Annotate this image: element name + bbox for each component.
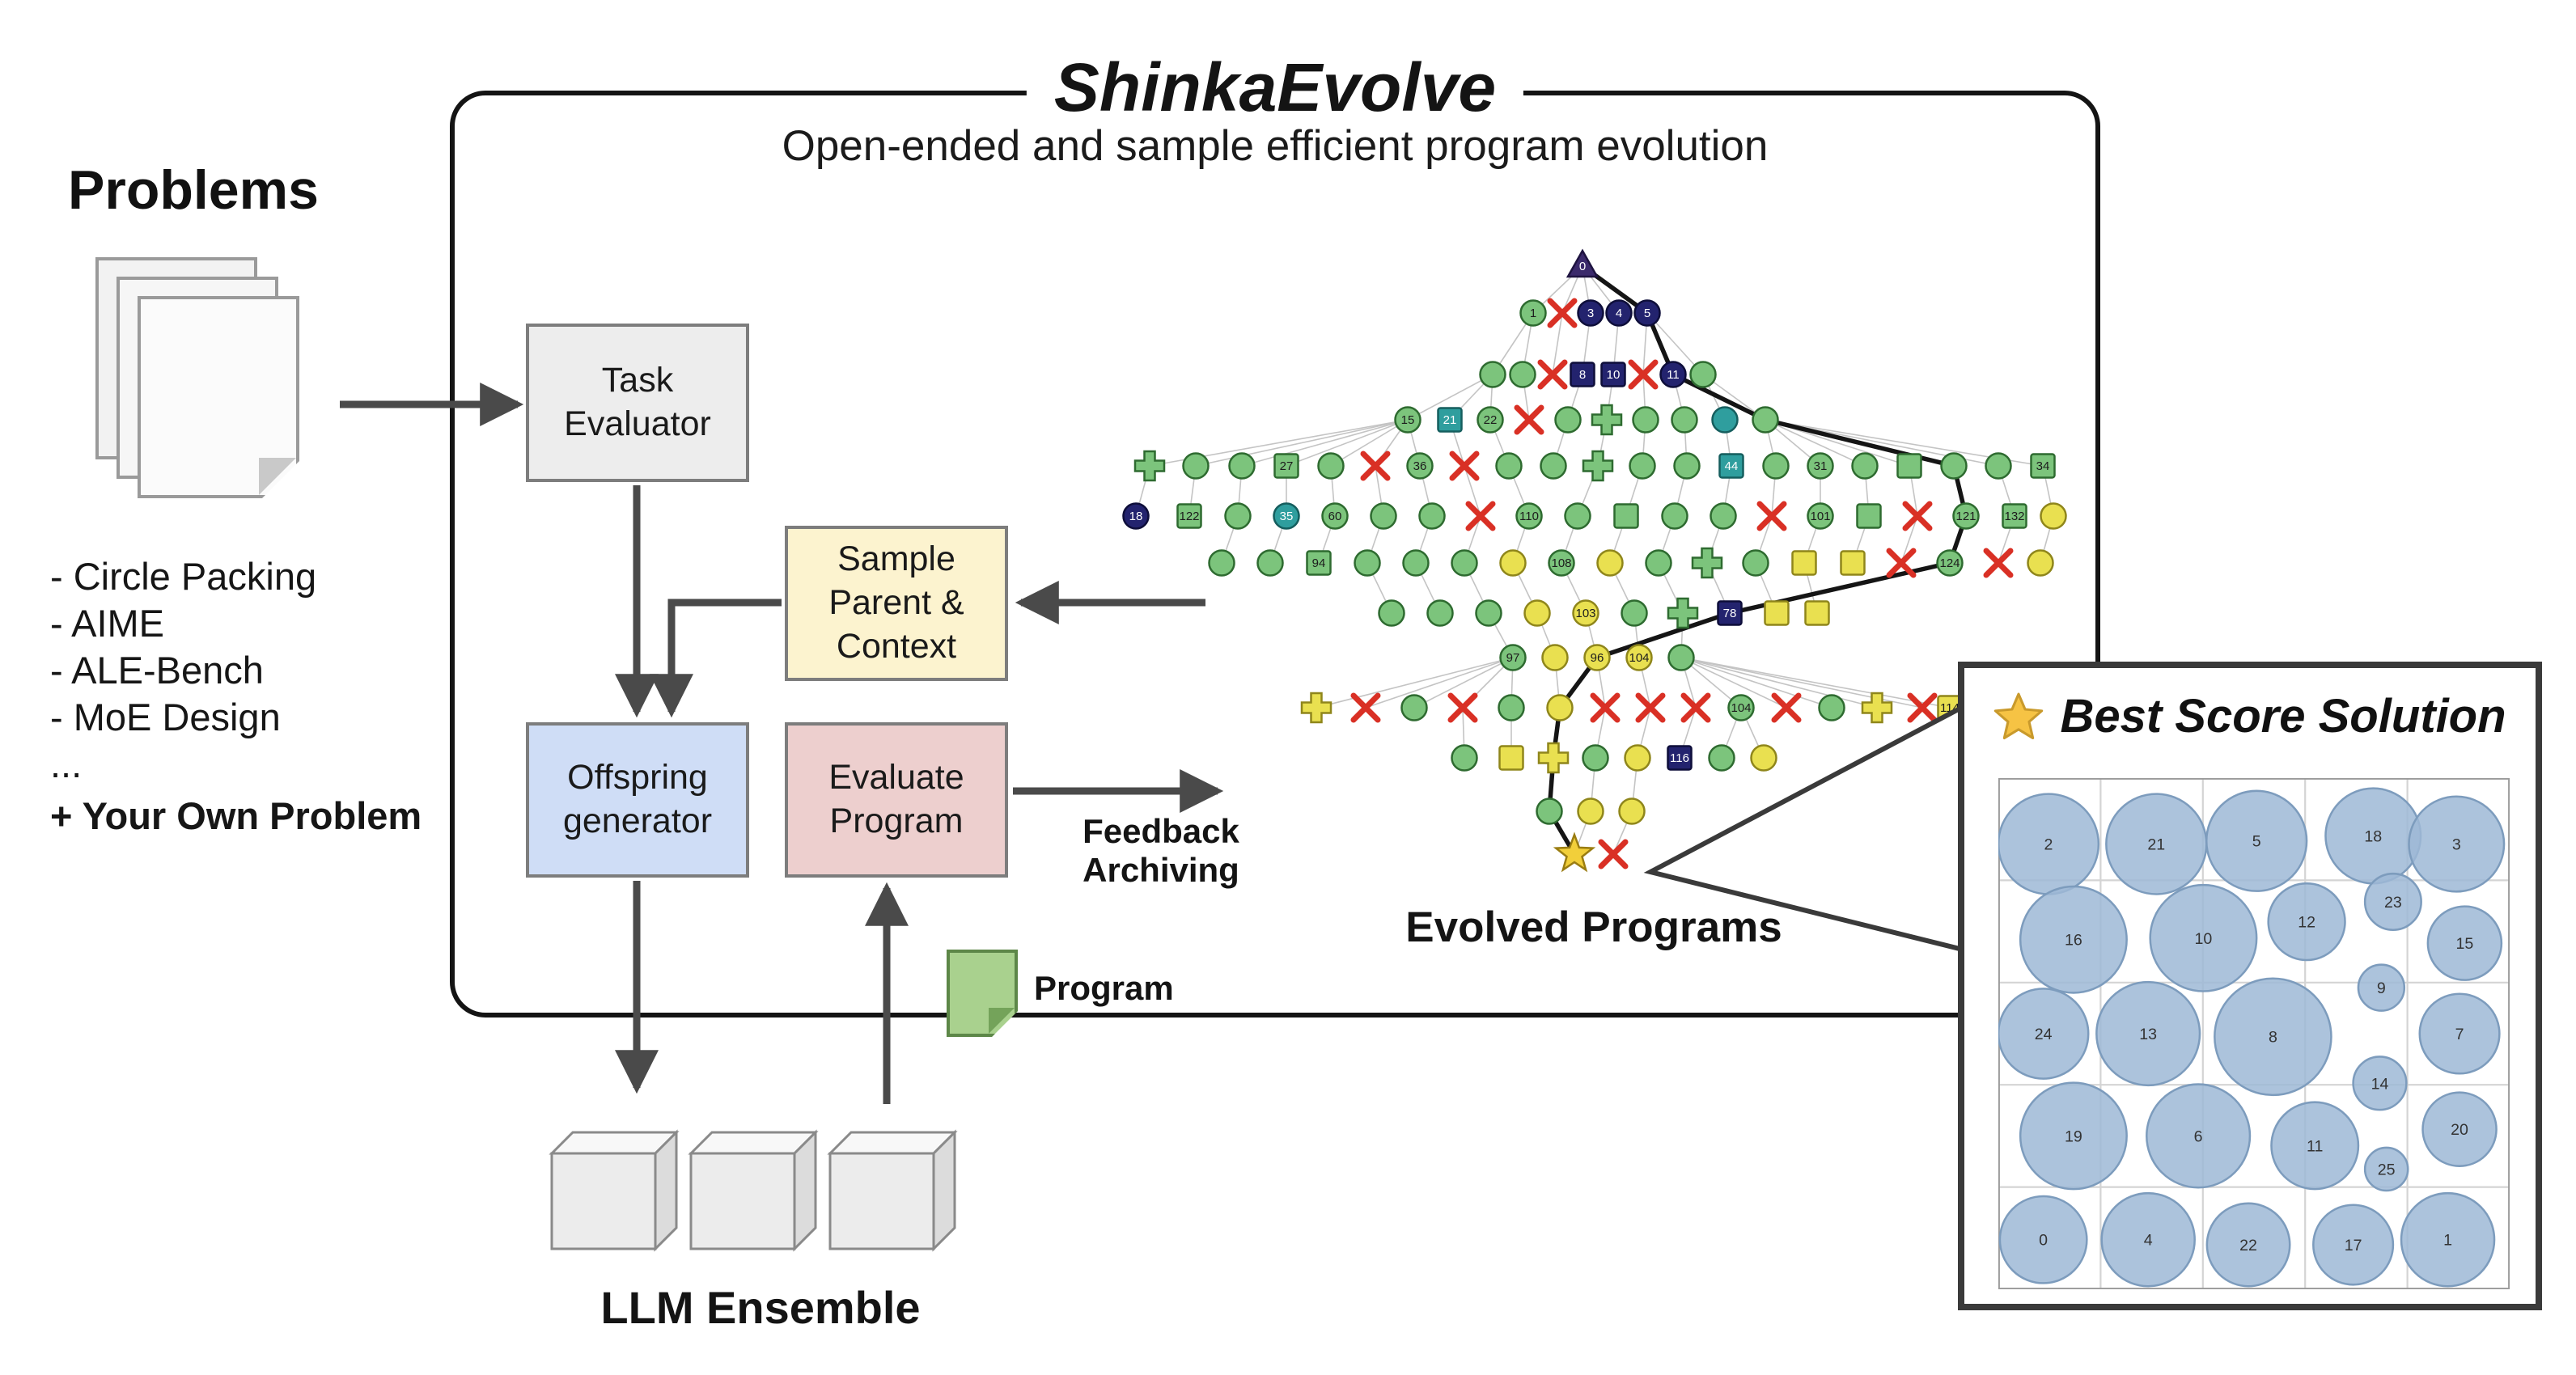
problem-item-circle-packing: - Circle Packing <box>50 555 317 598</box>
star-icon <box>1994 692 2044 739</box>
task-evaluator-label: Task Evaluator <box>564 361 711 443</box>
program-fold-icon <box>989 1008 1015 1034</box>
svg-text:5: 5 <box>2252 833 2261 851</box>
svg-text:9: 9 <box>2377 979 2386 997</box>
app-title: ShinkaEvolve <box>1026 49 1524 127</box>
svg-text:122: 122 <box>1179 510 1199 523</box>
svg-text:27: 27 <box>1280 459 1294 473</box>
svg-text:7: 7 <box>2455 1026 2464 1043</box>
svg-text:18: 18 <box>2364 827 2382 845</box>
problem-item-ale-bench: - ALE-Bench <box>50 649 264 692</box>
svg-text:35: 35 <box>1280 510 1294 523</box>
llm-ensemble-cubes-icon <box>549 1129 958 1252</box>
svg-text:124: 124 <box>1939 556 1960 570</box>
svg-text:8: 8 <box>2269 1029 2277 1047</box>
llm-cube-3 <box>827 1129 958 1252</box>
offspring-generator-box: Offspring generator <box>526 722 749 878</box>
problems-title: Problems <box>68 159 319 221</box>
evaluate-program-box: Evaluate Program <box>785 722 1008 878</box>
svg-text:31: 31 <box>1814 459 1828 473</box>
svg-text:25: 25 <box>2378 1161 2396 1178</box>
svg-text:0: 0 <box>1579 260 1586 273</box>
svg-text:11: 11 <box>1667 368 1680 382</box>
svg-text:36: 36 <box>1413 459 1427 473</box>
svg-text:8: 8 <box>1579 368 1586 382</box>
svg-text:10: 10 <box>2195 930 2213 948</box>
svg-text:4: 4 <box>2144 1232 2153 1250</box>
best-score-title-row: Best Score Solution <box>1964 689 2536 743</box>
svg-text:24: 24 <box>2035 1026 2053 1043</box>
task-evaluator-box: Task Evaluator <box>526 324 749 482</box>
svg-text:13: 13 <box>2139 1026 2157 1043</box>
svg-text:104: 104 <box>1629 651 1649 665</box>
problem-list: - Circle Packing - AIME - ALE-Bench - Mo… <box>50 553 422 840</box>
llm-ensemble-label: LLM Ensemble <box>600 1282 921 1333</box>
svg-text:3: 3 <box>1587 307 1594 320</box>
svg-text:4: 4 <box>1616 307 1622 320</box>
sample-parent-context-label: Sample Parent & Context <box>828 539 964 666</box>
svg-text:20: 20 <box>2451 1121 2468 1139</box>
llm-cube-1 <box>549 1129 680 1252</box>
svg-text:110: 110 <box>1519 510 1539 523</box>
feedback-archiving-label: Feedback Archiving <box>1083 812 1239 889</box>
svg-text:101: 101 <box>1810 510 1830 523</box>
svg-text:10: 10 <box>1607 368 1621 382</box>
svg-text:1: 1 <box>2443 1232 2452 1250</box>
problem-documents-icon <box>95 257 354 524</box>
paper-fold-icon <box>259 458 296 495</box>
svg-text:96: 96 <box>1591 651 1604 665</box>
svg-text:21: 21 <box>1443 413 1457 427</box>
svg-text:108: 108 <box>1551 556 1571 570</box>
svg-text:17: 17 <box>2345 1237 2362 1254</box>
svg-text:2: 2 <box>2044 836 2053 853</box>
svg-text:104: 104 <box>1731 701 1751 715</box>
program-label: Program <box>1034 969 1174 1007</box>
svg-text:44: 44 <box>1725 459 1739 473</box>
svg-text:78: 78 <box>1723 607 1737 620</box>
svg-text:34: 34 <box>2036 459 2050 473</box>
problem-item-aime: - AIME <box>50 602 165 645</box>
llm-cube-2 <box>688 1129 819 1252</box>
svg-text:12: 12 <box>2298 914 2315 932</box>
problem-item-ellipsis: ... <box>50 742 83 785</box>
svg-text:0: 0 <box>2039 1232 2048 1250</box>
svg-text:3: 3 <box>2452 836 2461 853</box>
sample-parent-context-box: Sample Parent & Context <box>785 526 1008 681</box>
problem-item-your-own: + Your Own Problem <box>50 794 422 837</box>
svg-text:23: 23 <box>2384 894 2402 912</box>
svg-text:11: 11 <box>2307 1137 2323 1155</box>
problem-item-moe-design: - MoE Design <box>50 696 281 738</box>
svg-text:15: 15 <box>1401 413 1415 427</box>
svg-text:132: 132 <box>2004 510 2024 523</box>
svg-text:60: 60 <box>1328 510 1342 523</box>
svg-text:121: 121 <box>1955 510 1976 523</box>
svg-text:6: 6 <box>2194 1128 2203 1145</box>
best-score-title: Best Score Solution <box>2060 690 2506 742</box>
svg-text:16: 16 <box>2065 932 2082 950</box>
svg-text:18: 18 <box>1129 510 1143 523</box>
svg-text:94: 94 <box>1312 556 1326 570</box>
svg-text:14: 14 <box>2371 1075 2389 1093</box>
svg-text:21: 21 <box>2147 836 2165 853</box>
svg-text:19: 19 <box>2065 1128 2082 1145</box>
evolved-programs-label: Evolved Programs <box>1405 903 1782 951</box>
svg-text:103: 103 <box>1575 607 1595 620</box>
svg-text:15: 15 <box>2455 935 2473 953</box>
program-document-icon <box>947 950 1018 1037</box>
offspring-generator-label: Offspring generator <box>562 758 713 840</box>
svg-text:22: 22 <box>1484 413 1498 427</box>
svg-text:5: 5 <box>1644 307 1650 320</box>
svg-text:22: 22 <box>2239 1237 2257 1254</box>
evaluate-program-label: Evaluate Program <box>828 758 964 840</box>
svg-text:114: 114 <box>1940 701 1960 715</box>
svg-text:97: 97 <box>1506 651 1520 665</box>
subtitle: Open-ended and sample efficient program … <box>782 122 1769 170</box>
paper-front <box>138 296 299 498</box>
svg-text:1: 1 <box>1530 307 1536 320</box>
svg-text:116: 116 <box>1670 751 1689 765</box>
